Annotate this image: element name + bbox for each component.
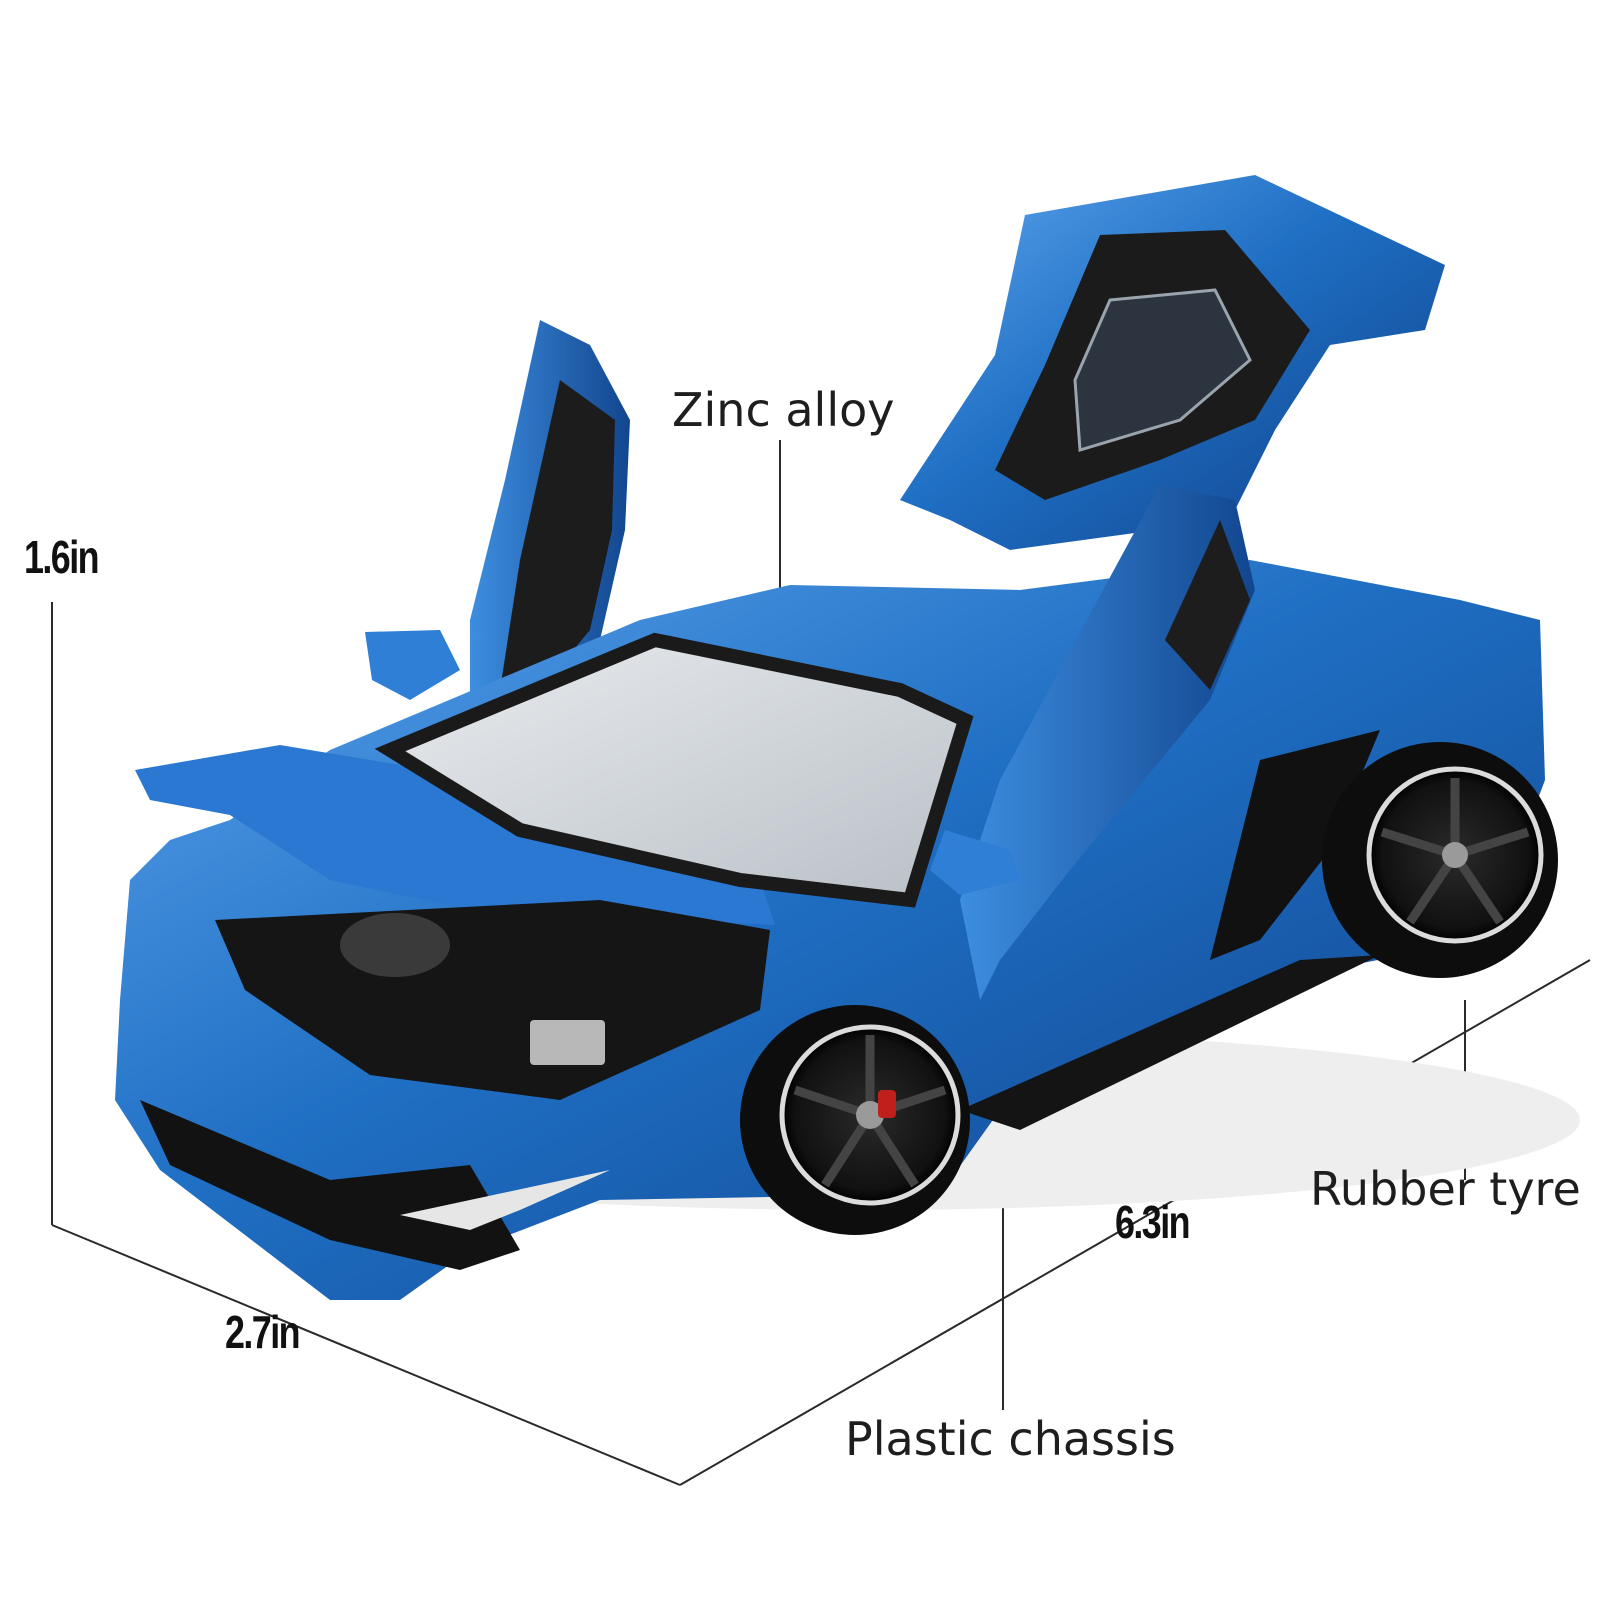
- right-mirror: [930, 830, 1020, 895]
- car-model: [115, 175, 1580, 1300]
- body-material-label: Zinc alloy: [672, 383, 895, 437]
- engine-cover-window: [1073, 288, 1252, 452]
- left-door-inner: [500, 380, 615, 690]
- chassis-material-label: Plastic chassis: [845, 1412, 1176, 1466]
- engine-reservoir: [340, 913, 450, 977]
- tyre-material-label: Rubber tyre: [1310, 1162, 1581, 1216]
- width-dimension-label: 2.7in: [225, 1306, 301, 1358]
- front-splitter: [140, 1100, 520, 1270]
- width-line: [51, 1224, 681, 1486]
- front-wheel: [740, 1005, 970, 1235]
- left-mirror: [365, 630, 460, 700]
- length-dimension-label: 6.3in: [1115, 1196, 1191, 1248]
- front-hood: [135, 745, 775, 925]
- engine-battery: [530, 1020, 605, 1065]
- side-intake: [1210, 730, 1380, 960]
- height-dimension-label: 1.6in: [24, 531, 100, 583]
- side-skirt: [960, 955, 1380, 1130]
- headlight: [400, 1170, 610, 1230]
- length-line: [679, 959, 1591, 1486]
- right-door-panel: [1165, 520, 1250, 690]
- windshield: [374, 632, 974, 908]
- rear-wheel: [1322, 742, 1558, 978]
